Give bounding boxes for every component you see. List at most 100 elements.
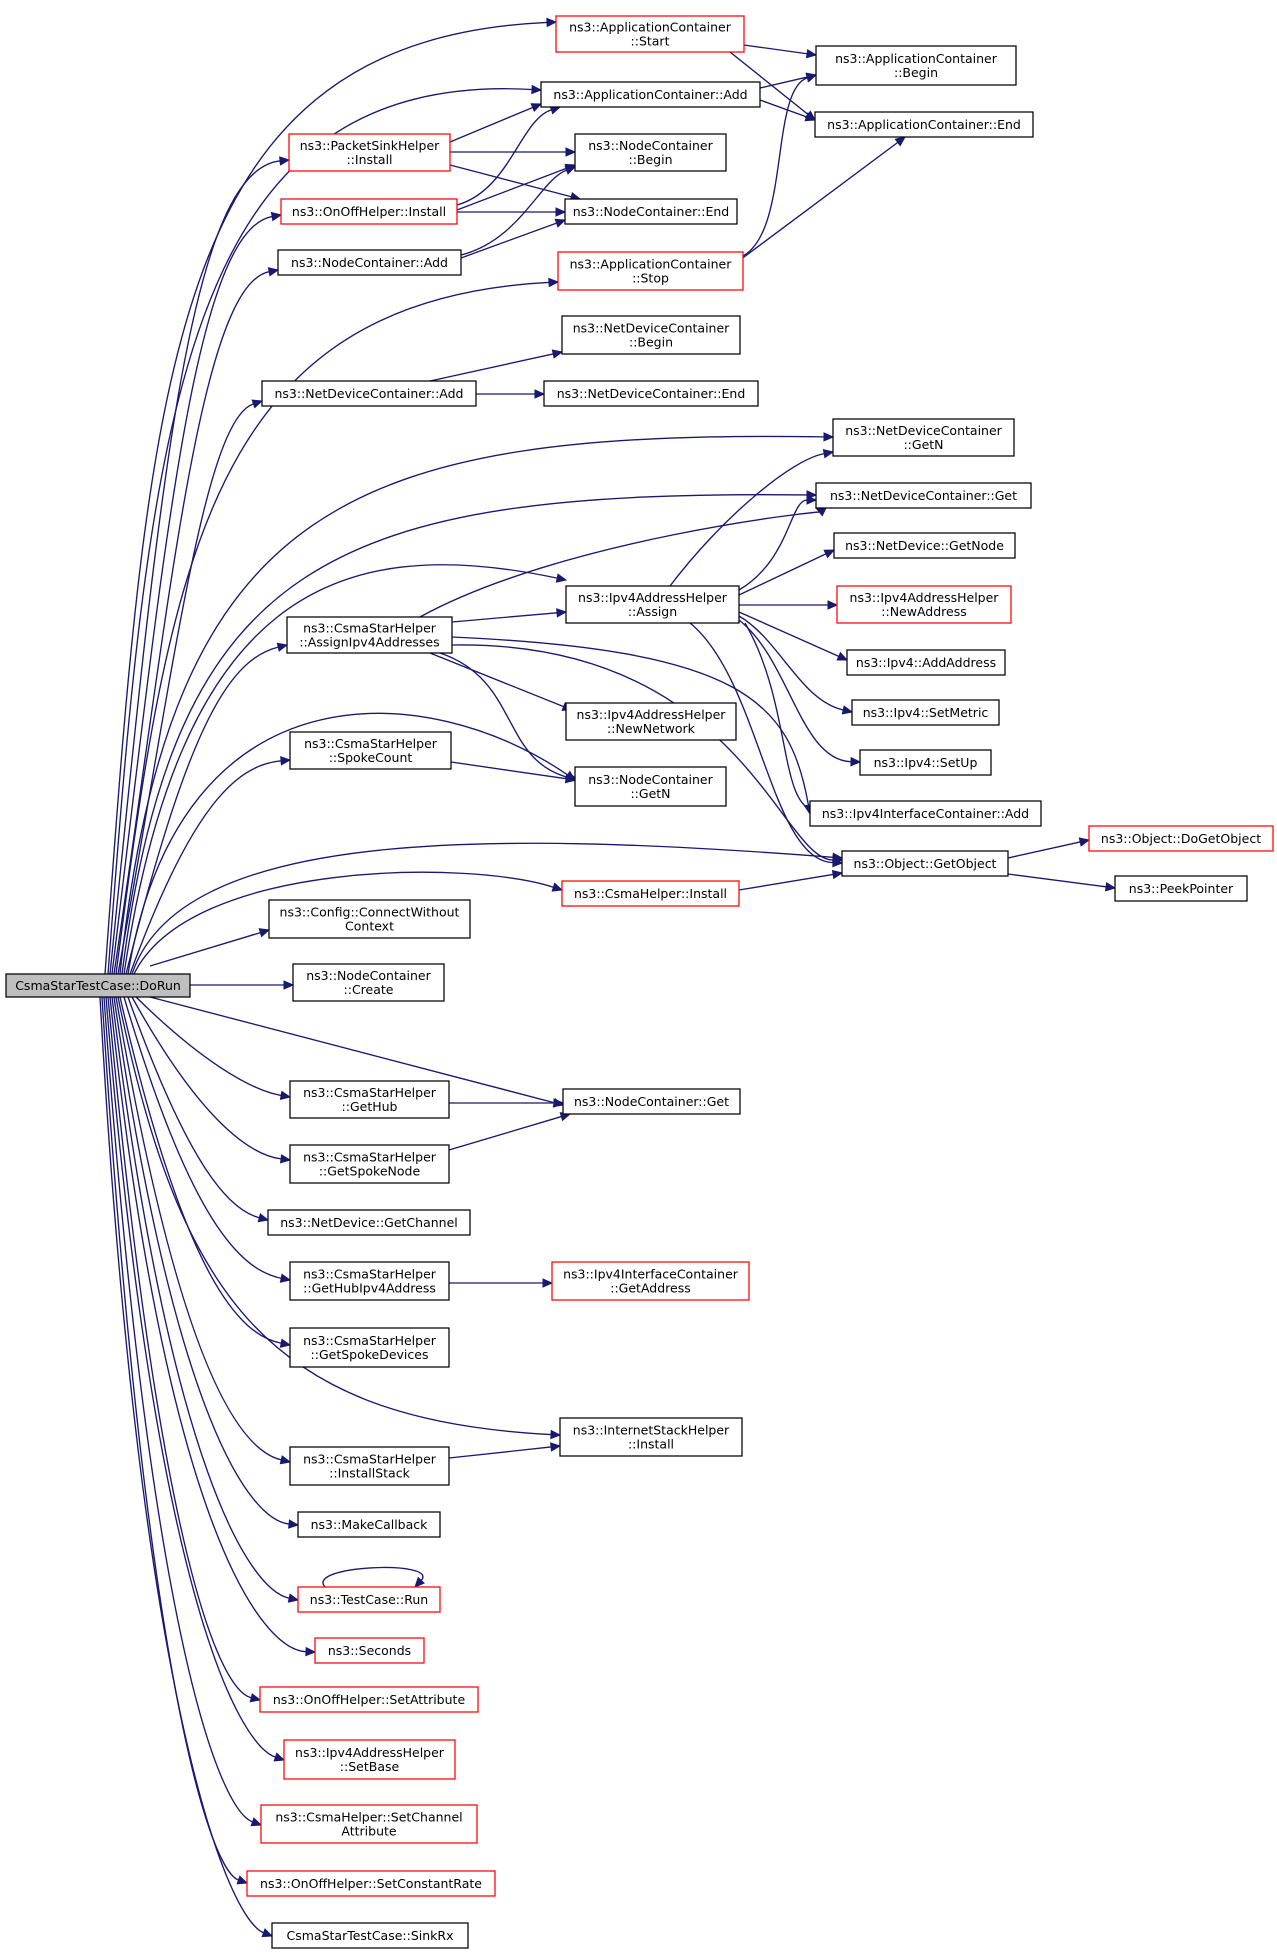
node-label: Attribute [341,1824,397,1839]
node-root[interactable]: CsmaStarTestCase::DoRun [5,973,191,998]
node-cshAssign[interactable]: ns3::CsmaStarHelper::AssignIpv4Addresses [286,616,453,654]
node-ndcBegin[interactable]: ns3::NetDeviceContainer::Begin [561,315,741,355]
edge-ipv4Assign-to-ndcGetN [669,452,825,587]
node-label: ns3::CsmaStarHelper [303,1150,437,1165]
arrowhead-cshAssign-to-objGet [832,855,844,865]
arrowhead-ipv4Assign-to-ndcGetN [822,449,835,459]
node-ipv4SetBase[interactable]: ns3::Ipv4AddressHelper::SetBase [283,1739,456,1780]
node-ncGetN[interactable]: ns3::NodeContainer::GetN [574,766,727,807]
node-box [289,1144,450,1184]
edge-root-to-acStop [115,281,550,975]
node-box [833,532,1016,559]
arrowhead-root-to-ishInstall [550,1429,562,1440]
node-label: ns3::Ipv4InterfaceContainer [563,1267,739,1282]
arrowhead-root-to-sinkRx [261,1928,274,1938]
node-cshGetHubIpv4[interactable]: ns3::CsmaStarHelper::GetHubIpv4Address [289,1261,450,1301]
node-ncBegin[interactable]: ns3::NodeContainer::Begin [574,133,727,172]
node-box [288,133,451,172]
node-cshGetSpokeNode[interactable]: ns3::CsmaStarHelper::GetSpokeNode [289,1144,450,1184]
node-box [555,15,745,53]
node-label: ::Begin [629,335,673,350]
node-box [559,1417,743,1457]
arrowhead-root-to-csmaInstall [551,882,564,892]
node-ndcAdd[interactable]: ns3::NetDeviceContainer::Add [261,380,477,407]
node-acAdd[interactable]: ns3::ApplicationContainer::Add [540,81,761,108]
node-acEnd[interactable]: ns3::ApplicationContainer::End [814,111,1034,138]
arrowhead-root-to-ndcAdd [251,399,264,409]
node-psInstall[interactable]: ns3::PacketSinkHelper::Install [288,133,451,172]
node-seconds[interactable]: ns3::Seconds [314,1637,425,1664]
node-csmaInstall[interactable]: ns3::CsmaHelper::Install [561,880,740,907]
node-label: ns3::ApplicationContainer [835,51,998,66]
node-peek[interactable]: ns3::PeekPointer [1114,875,1248,902]
arrowhead-ndcAdd-to-ndcBegin [551,349,564,359]
node-ndGetNode[interactable]: ns3::NetDevice::GetNode [833,532,1016,559]
node-ooSetAttr[interactable]: ns3::OnOffHelper::SetAttribute [259,1686,479,1713]
node-tcRun[interactable]: ns3::TestCase::Run [297,1586,441,1613]
node-ipv4Assign[interactable]: ns3::Ipv4AddressHelper::Assign [565,585,740,624]
node-ooSetConstRate[interactable]: ns3::OnOffHelper::SetConstantRate [246,1870,496,1897]
node-ndGetChannel[interactable]: ns3::NetDevice::GetChannel [267,1209,471,1236]
node-ncAdd[interactable]: ns3::NodeContainer::Add [277,249,462,276]
node-box [261,380,477,407]
node-label: ns3::Ipv4AddressHelper [295,1745,445,1760]
arrowhead-ipv4Assign-to-ndGetNode [823,549,836,559]
node-ipv4SetUp[interactable]: ns3::Ipv4::SetUp [859,749,992,776]
node-label: ns3::NetDevice::GetNode [845,538,1004,553]
arrowhead-root-to-cshAssign [276,642,289,652]
node-cshSpokeCount[interactable]: ns3::CsmaStarHelper::SpokeCount [289,731,452,770]
nodes-layer: CsmaStarTestCase::DoRun ns3::ApplicationC… [5,15,1274,1949]
node-objGet[interactable]: ns3::Object::GetObject [841,850,1009,877]
edge-cshAssign-to-iicAdd [451,636,810,806]
edge-root-to-ishInstall [117,996,552,1436]
node-objDoGet[interactable]: ns3::Object::DoGetObject [1088,825,1274,852]
arrowhead-acAdd-to-acEnd [804,112,817,122]
node-label: ns3::Seconds [328,1643,411,1658]
node-cshInstallStack[interactable]: ns3::CsmaStarHelper::InstallStack [289,1446,450,1486]
node-box [259,1686,479,1713]
node-ipv4SetMetric[interactable]: ns3::Ipv4::SetMetric [851,699,1000,726]
node-ndcGetN[interactable]: ns3::NetDeviceContainer::GetN [832,418,1015,457]
edge-root-to-ooInstall [111,215,273,975]
arrowhead-cshGetHubIpv4-to-iicGetAddress [542,1278,554,1288]
edge-root-to-ooSetAttr [107,996,252,1699]
node-ipv4AddAddress[interactable]: ns3::Ipv4::AddAddress [846,649,1006,676]
arrowhead-root-to-cshGetSpokeNode [279,1154,292,1164]
node-ncCreate[interactable]: ns3::NodeContainer::Create [292,963,445,1002]
arrowhead-ipv4Assign-to-ipv4AddAddress [836,651,849,661]
edge-objGet-to-objDoGet [1007,841,1081,859]
node-box [841,850,1009,877]
node-box [289,1327,450,1368]
node-box [289,1261,450,1301]
node-sinkRx[interactable]: CsmaStarTestCase::SinkRx [271,1922,469,1949]
node-ncEnd[interactable]: ns3::NodeContainer::End [564,198,738,225]
node-ndcEnd[interactable]: ns3::NetDeviceContainer::End [543,380,759,407]
node-ipv4NewAddr[interactable]: ns3::Ipv4AddressHelper::NewAddress [836,585,1012,624]
node-acStop[interactable]: ns3::ApplicationContainer::Stop [557,251,744,291]
node-ooInstall[interactable]: ns3::OnOffHelper::Install [280,198,458,225]
node-label: ns3::NodeContainer [306,968,431,983]
node-acBegin[interactable]: ns3::ApplicationContainer::Begin [815,45,1017,86]
node-ipv4NewNet[interactable]: ns3::Ipv4AddressHelper::NewNetwork [565,702,737,741]
node-ndcGet[interactable]: ns3::NetDeviceContainer::Get [815,482,1032,509]
node-cshGetHub[interactable]: ns3::CsmaStarHelper::GetHub [289,1080,450,1119]
edge-ooInstall-to-ncBegin [456,167,567,211]
node-label: ::Install [346,152,392,167]
node-ncGet[interactable]: ns3::NodeContainer::Get [562,1088,741,1115]
node-label: ns3::Object::DoGetObject [1101,831,1261,846]
node-label: ::GetAddress [610,1281,690,1296]
node-iicAdd[interactable]: ns3::Ipv4InterfaceContainer::Add [809,800,1042,827]
arrowhead-cshSpokeCount-to-ncGetN [564,773,577,784]
node-label: ns3::ApplicationContainer::Add [553,87,747,102]
node-acStart[interactable]: ns3::ApplicationContainer::Start [555,15,745,53]
edge-root-to-objGet [131,842,834,975]
node-label: ::Stop [632,271,669,286]
node-ishInstall[interactable]: ns3::InternetStackHelper::Install [559,1417,743,1457]
node-makeCallback[interactable]: ns3::MakeCallback [297,1511,441,1538]
node-iicGetAddress[interactable]: ns3::Ipv4InterfaceContainer::GetAddress [551,1261,750,1301]
node-label: ::NewAddress [881,604,966,619]
node-box [289,1080,450,1119]
node-cshGetSpokeDevices[interactable]: ns3::CsmaStarHelper::GetSpokeDevices [289,1327,450,1368]
